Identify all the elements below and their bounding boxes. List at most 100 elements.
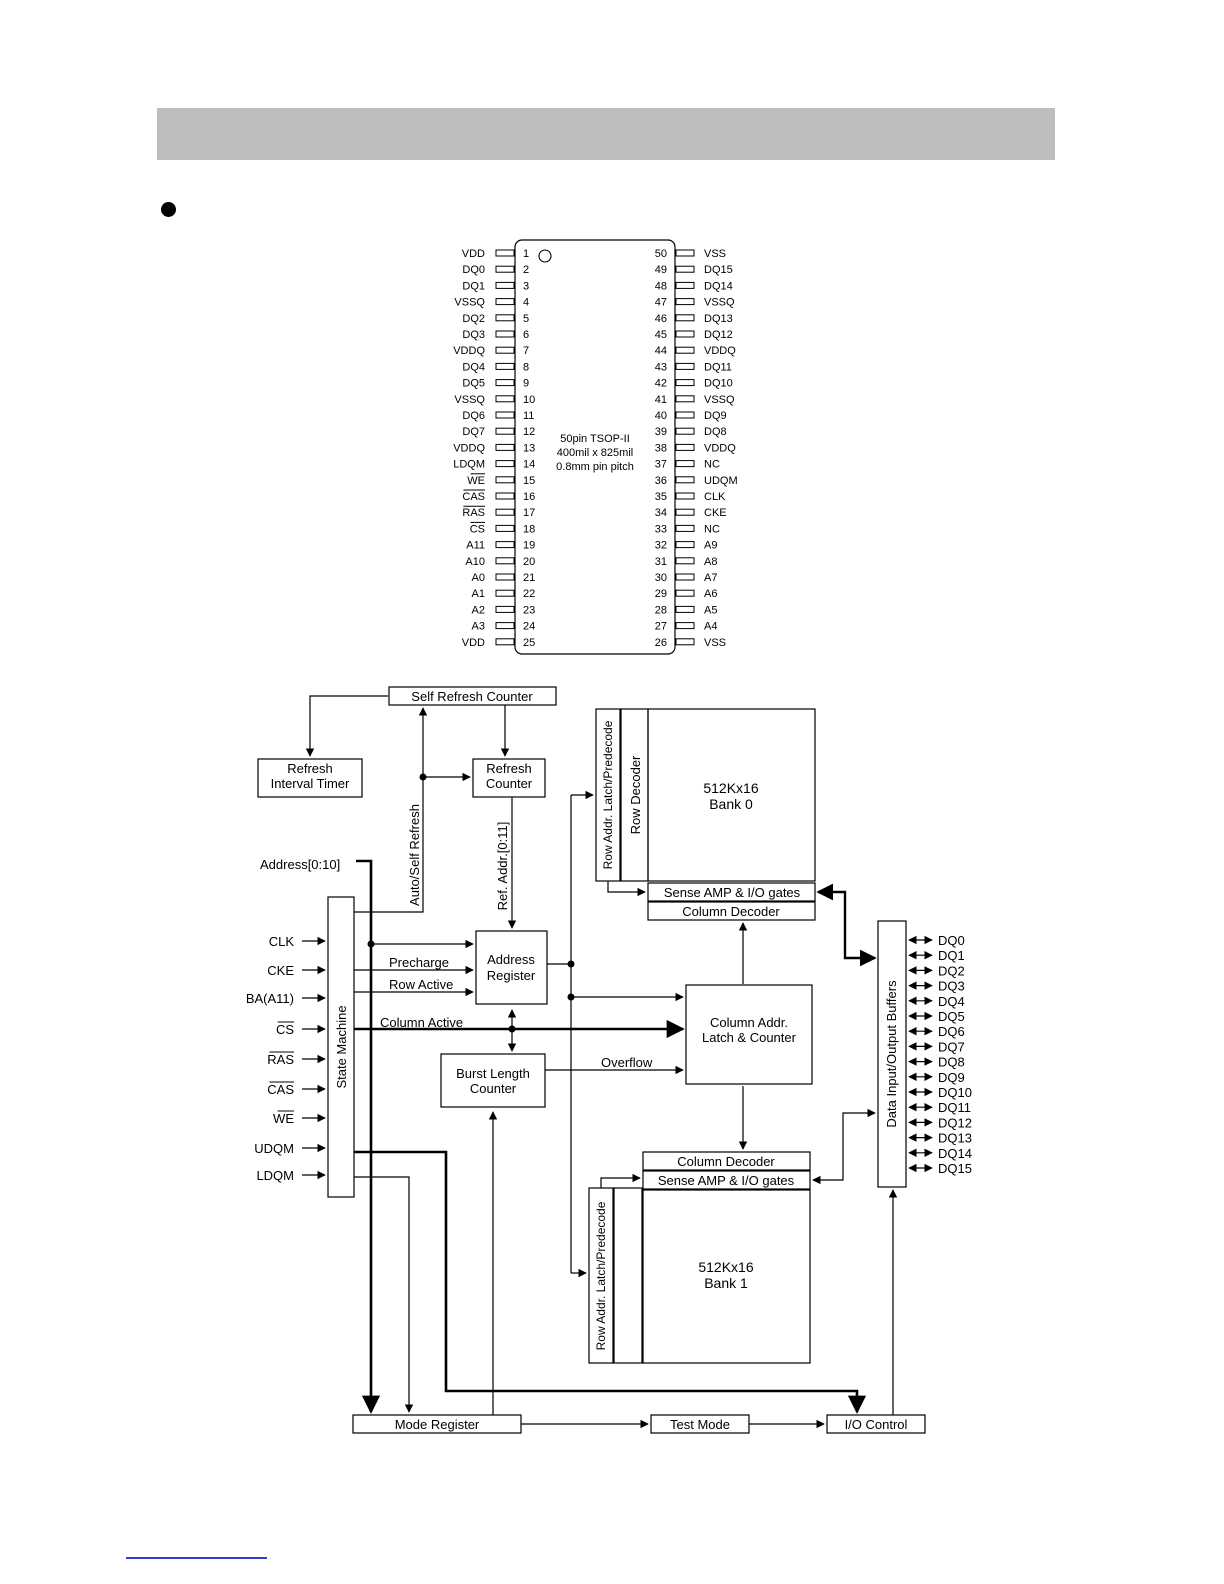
pin-number-right: 33 — [655, 523, 667, 535]
pin-name-left: CS — [470, 523, 485, 535]
pin-lead — [495, 605, 515, 613]
state-machine-block — [327, 896, 355, 1198]
pin-name-left: A10 — [465, 556, 485, 568]
bank1-column-decoder-label: Column Decoder — [677, 1154, 775, 1169]
pin-name-left: CAS — [462, 491, 485, 503]
data-io-buffers-block — [877, 920, 907, 1188]
pin-lead — [675, 443, 695, 451]
test-mode-label: Test Mode — [670, 1417, 730, 1432]
pin-lead — [675, 573, 695, 581]
dq-label: DQ15 — [938, 1161, 972, 1176]
pin-name-right: A5 — [704, 604, 717, 616]
pin-number-left: 19 — [523, 540, 535, 552]
bank1-column-decoder-block — [642, 1151, 811, 1171]
dq-label: DQ6 — [938, 1024, 965, 1039]
pin-lead — [495, 524, 515, 532]
dq-label: DQ1 — [938, 948, 965, 963]
pin-name-left: DQ3 — [462, 329, 485, 341]
burst-length-counter-block — [440, 1053, 546, 1108]
pin-lead — [675, 411, 695, 419]
pin-number-right: 48 — [655, 280, 667, 292]
pin-lead — [495, 427, 515, 435]
bank0-sense-amp-block — [647, 882, 816, 902]
dqm-control-line — [354, 1150, 867, 1414]
pin-lead — [495, 346, 515, 354]
pin-lead — [675, 298, 695, 306]
package-desc-1: 50pin TSOP-II — [560, 433, 630, 445]
control-input-label: WE — [273, 1111, 294, 1126]
column-active-label: Column Active — [380, 1015, 463, 1030]
pin-lead — [675, 379, 695, 387]
pin-name-right: A9 — [704, 540, 717, 552]
pin-name-left: VDDQ — [453, 345, 485, 357]
pin-lead — [495, 314, 515, 322]
bank0-latch-to-sense-line — [607, 881, 646, 897]
pin-name-right: VSS — [704, 637, 726, 649]
bank0-array-block — [647, 708, 816, 882]
pin-name-left: VDD — [462, 637, 485, 649]
pin-number-right: 26 — [655, 637, 667, 649]
dq-label: DQ5 — [938, 1009, 965, 1024]
pin-name-left: DQ5 — [462, 378, 485, 390]
pin-number-right: 39 — [655, 426, 667, 438]
bank1-sense-amp-label: Sense AMP & I/O gates — [658, 1173, 795, 1188]
pin-name-right: DQ15 — [704, 264, 733, 276]
address-register-label-2: Register — [487, 968, 536, 983]
pin-number-right: 41 — [655, 394, 667, 406]
package-desc-2: 400mil x 825mil — [557, 447, 633, 459]
state-machine-label: State Machine — [334, 1005, 349, 1088]
pin-number-right: 46 — [655, 313, 667, 325]
pin-lead — [675, 524, 695, 532]
dq-label: DQ8 — [938, 1055, 965, 1070]
dq-label: DQ11 — [938, 1100, 971, 1115]
pin-name-right: VSSQ — [704, 394, 735, 406]
control-input-label: CAS — [267, 1082, 294, 1097]
pin-lead — [495, 281, 515, 289]
burst-length-counter-label-1: Burst Length — [456, 1066, 530, 1081]
pin-number-left: 16 — [523, 491, 535, 503]
pin-number-left: 15 — [523, 475, 535, 487]
pin-number-left: 22 — [523, 588, 535, 600]
self-refresh-counter-label: Self Refresh Counter — [411, 689, 533, 704]
pin-number-left: 2 — [523, 264, 529, 276]
pin-lead — [495, 541, 515, 549]
refresh-counter-label-1: Refresh — [486, 761, 532, 776]
address-register-block — [475, 930, 548, 1005]
dq-label: DQ9 — [938, 1070, 965, 1085]
pin-name-left: WE — [467, 475, 485, 487]
pin-name-left: VSSQ — [454, 297, 485, 309]
junction-dot — [419, 773, 427, 781]
pin-lead — [495, 395, 515, 403]
block-diagram — [257, 686, 926, 1434]
pin-name-right: DQ12 — [704, 329, 733, 341]
pin-name-right: A8 — [704, 556, 717, 568]
package-desc-3: 0.8mm pin pitch — [556, 461, 634, 473]
pin-name-left: LDQM — [453, 459, 485, 471]
pin-number-left: 14 — [523, 459, 535, 471]
pin-number-right: 43 — [655, 361, 667, 373]
bank0-data-path — [816, 883, 877, 967]
pin-number-right: 47 — [655, 297, 667, 309]
pin-lead — [675, 622, 695, 630]
pin-name-right: VSS — [704, 248, 726, 260]
pin-number-right: 49 — [655, 264, 667, 276]
pin-number-left: 9 — [523, 378, 529, 390]
bank0-column-decoder-block — [647, 901, 816, 921]
bank0-array-label-1: 512Kx16 — [703, 780, 758, 796]
pin-number-right: 50 — [655, 248, 667, 260]
pin-lead — [495, 443, 515, 451]
pin-name-right: DQ13 — [704, 313, 733, 325]
pin-name-right: DQ11 — [704, 361, 732, 373]
dq-label: DQ14 — [938, 1146, 972, 1161]
pin-name-right: VSSQ — [704, 297, 735, 309]
signal-labels: Address[0:10] Precharge Row Active Colum… — [260, 857, 653, 1070]
column-addr-latch-label-2: Latch & Counter — [702, 1030, 797, 1045]
package-outline — [514, 239, 676, 655]
pin-name-right: VDDQ — [704, 345, 736, 357]
bank1-data-path — [812, 1108, 876, 1185]
pin-number-left: 3 — [523, 280, 529, 292]
pin-name-right: CLK — [704, 491, 726, 503]
pin-name-right: DQ14 — [704, 280, 733, 292]
pin-lead — [675, 395, 695, 403]
pin-number-right: 29 — [655, 588, 667, 600]
